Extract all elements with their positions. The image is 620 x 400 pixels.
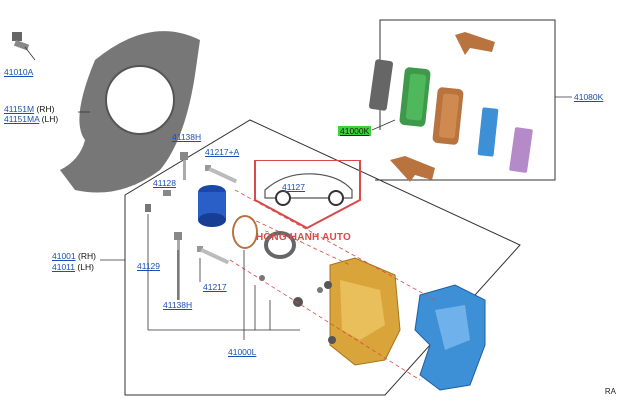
piston-part	[198, 185, 226, 227]
callout-41001[interactable]: 41001 (RH)	[52, 251, 96, 261]
watermark-logo	[250, 159, 365, 235]
pad-kit-bracket-line	[375, 19, 556, 181]
callout-41080k[interactable]: 41080K	[574, 92, 604, 102]
callout-41000k[interactable]: 41000K	[338, 126, 372, 136]
bleeder-41128-part	[163, 190, 171, 196]
callout-41011[interactable]: 41011 (LH)	[52, 262, 94, 272]
caliper-body-part	[324, 257, 401, 366]
bolt-41138h-top-part	[180, 152, 188, 180]
callout-41010a[interactable]: 41010A	[4, 67, 34, 77]
inner-pad-part	[399, 67, 431, 127]
callout-41217[interactable]: 41217	[203, 282, 227, 292]
callout-41138h-bottom[interactable]: 41138H	[163, 300, 193, 310]
boot-part	[264, 231, 296, 259]
caliper-bracket-part	[414, 284, 486, 391]
corner-label: RA	[604, 387, 616, 396]
cap-41129-part	[145, 204, 151, 212]
callout-41217a[interactable]: 41217+A	[205, 147, 240, 157]
guide-pin-41217-part	[197, 246, 230, 265]
shim-purple-part	[509, 127, 533, 173]
dust-shield-part	[60, 31, 200, 193]
guide-pin-41217a-part	[205, 165, 238, 184]
watermark-text: HỒNG HẠNH AUTO	[256, 232, 352, 243]
callout-41129[interactable]: 41129	[137, 261, 161, 271]
callout-41128[interactable]: 41128	[153, 178, 177, 188]
callout-41127[interactable]: 41127	[282, 182, 306, 192]
callout-41151m[interactable]: 41151M (RH)	[4, 104, 55, 114]
bushing-part	[259, 275, 323, 307]
assembly-dashed-lines	[229, 189, 436, 381]
anti-squeal-plate-part	[368, 59, 394, 111]
hardware-group-lines	[147, 214, 300, 340]
shim-blue-part	[477, 107, 499, 157]
spring-clip-part	[390, 156, 435, 182]
callout-41138h-top[interactable]: 41138H	[172, 132, 202, 142]
shim-upper-part	[455, 32, 495, 55]
outer-pad-part	[432, 87, 464, 145]
callout-41000l[interactable]: 41000L	[228, 347, 257, 357]
bolt-41138h-bottom-part	[174, 232, 182, 300]
seal-part	[232, 215, 258, 249]
callout-41151ma[interactable]: 41151MA (LH)	[4, 114, 59, 124]
bolt-41010a-part	[12, 32, 30, 51]
